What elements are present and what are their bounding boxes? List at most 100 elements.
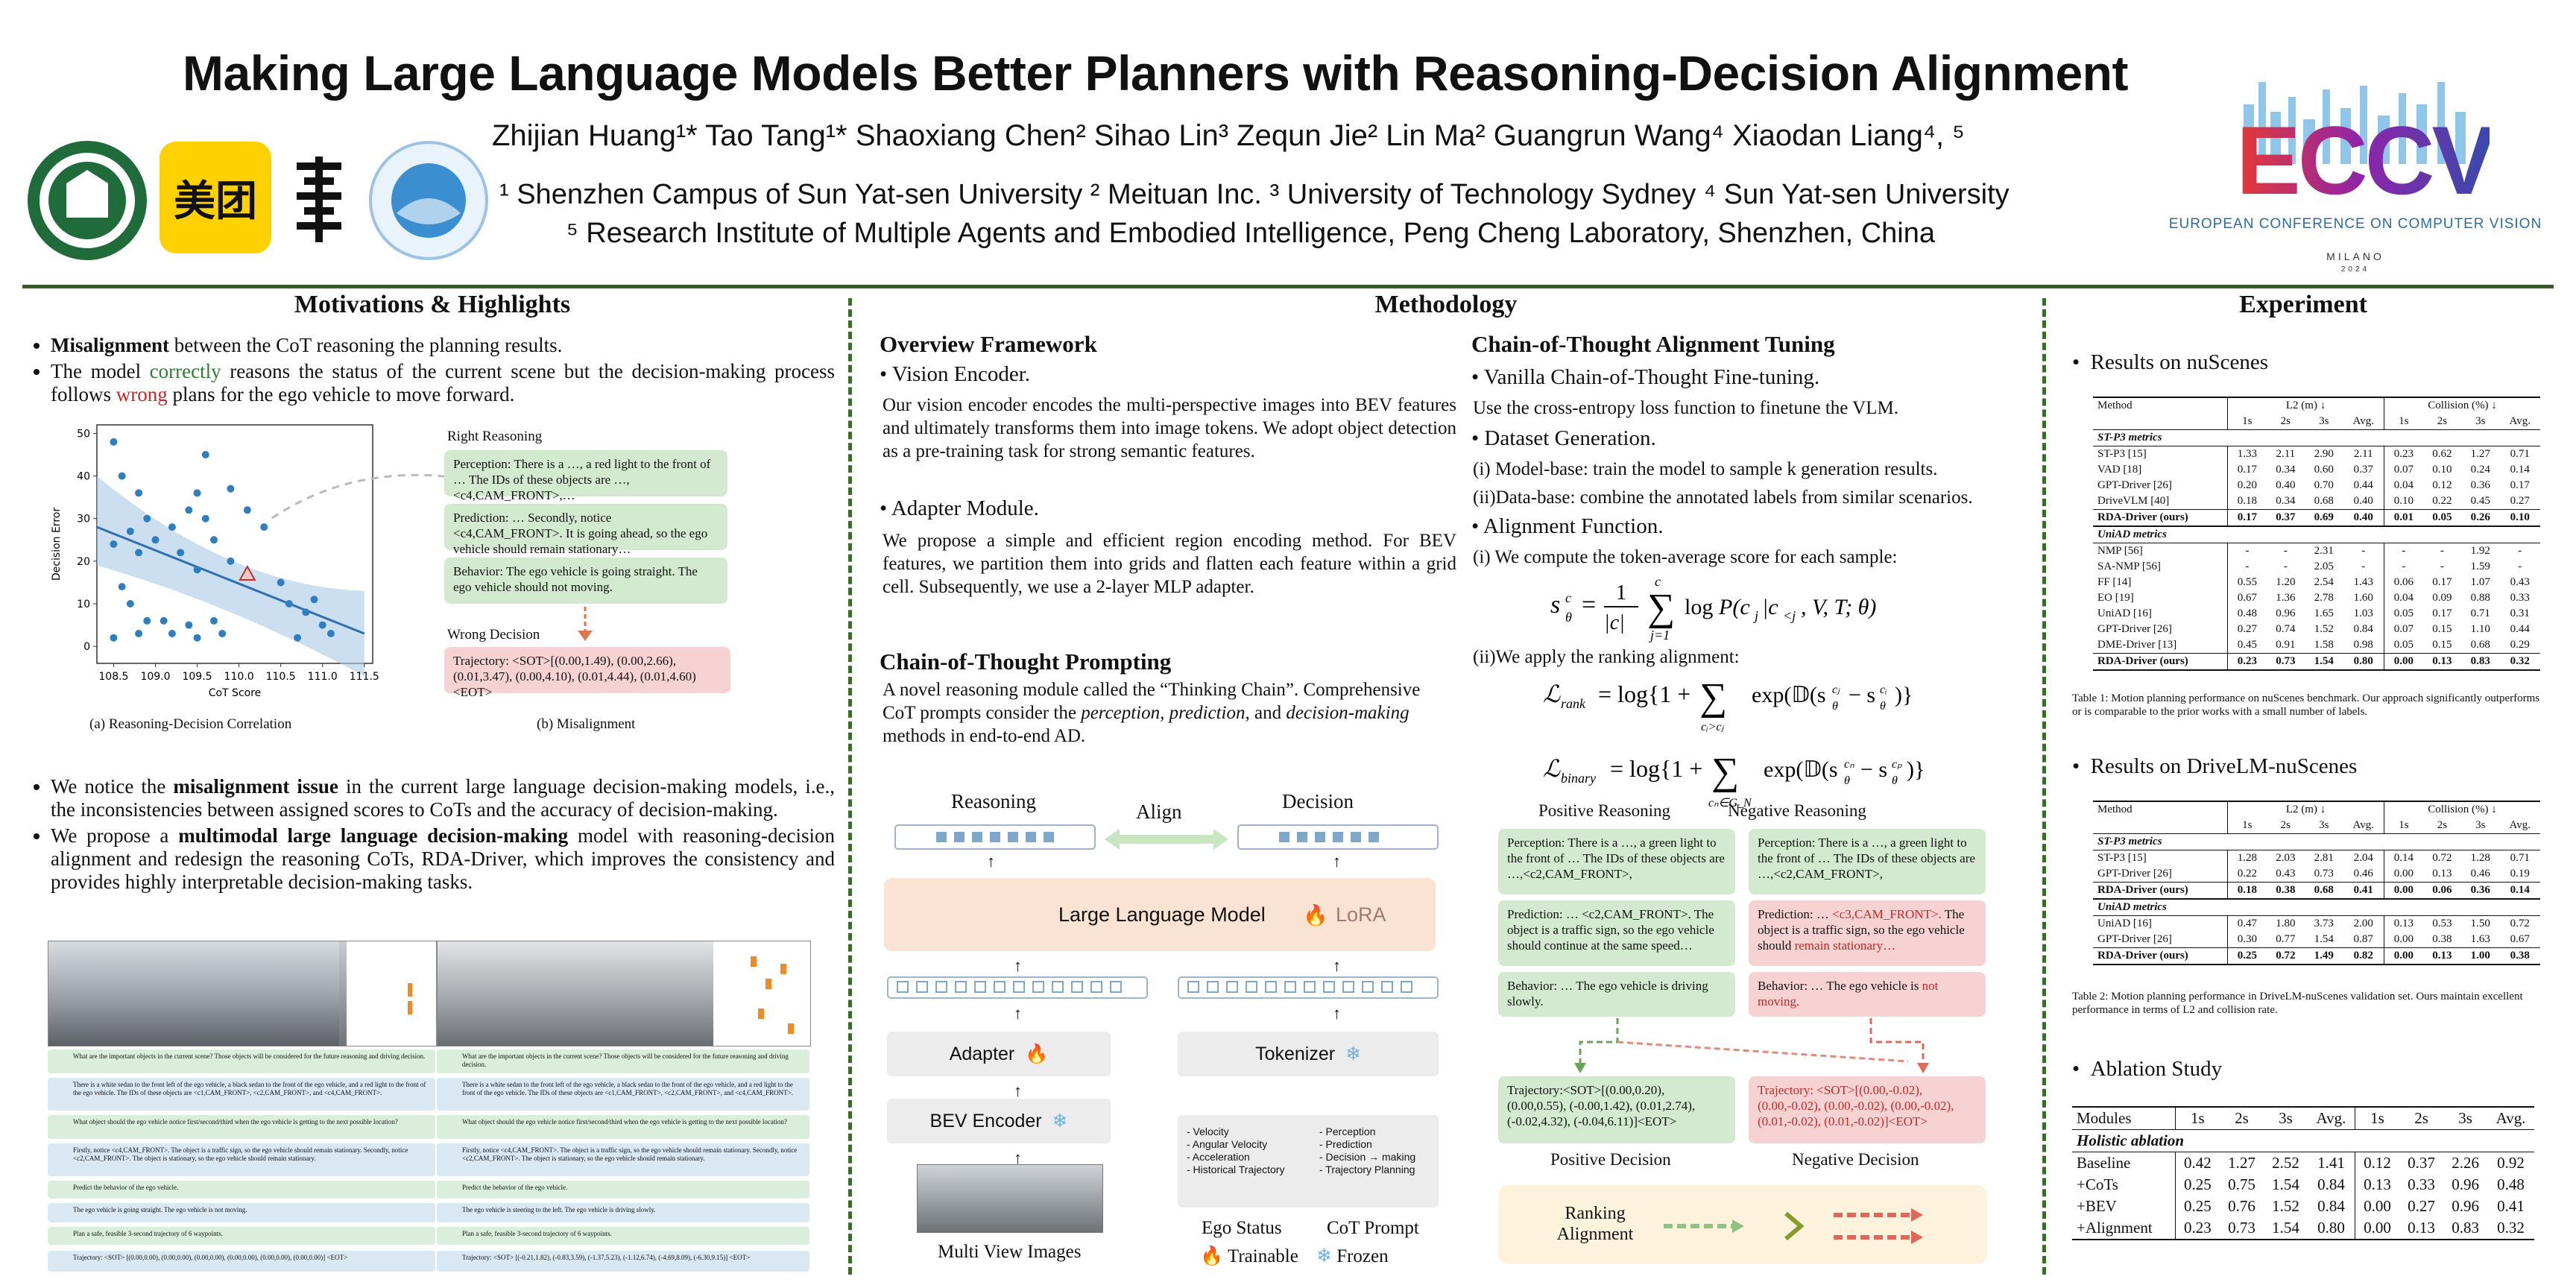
negative-trajectory-box: Trajectory: <SOT>[(0.00,-0.02), (0.00,-0… — [1749, 1076, 1986, 1143]
table-cell: 0.25 — [2227, 947, 2267, 965]
table-cell: ST-P3 metrics — [2093, 429, 2540, 446]
table-cell: 1.80 — [2276, 918, 2296, 929]
table-cell: +Alignment — [2072, 1217, 2176, 1240]
table-cell: 0.34 — [2266, 493, 2305, 510]
prediction-box: Prediction: … Secondly, notice <c4,CAM_F… — [444, 504, 727, 556]
table-cell: 0.46 — [2343, 866, 2384, 883]
table-cell: 0.06 — [2384, 575, 2423, 590]
svg-text:binary: binary — [1561, 771, 1596, 786]
table-cell: 0.10 — [2432, 464, 2452, 476]
header-divider — [22, 285, 2554, 288]
scatter-point — [118, 583, 126, 591]
table-cell: 0.68 — [2305, 493, 2343, 510]
svg-text:cₙ: cₙ — [1844, 758, 1854, 771]
table-1-caption: Table 1: Motion planning performance on … — [2072, 692, 2540, 718]
negative-reasoning-label: Negative Reasoning — [1728, 801, 1866, 820]
vanilla-cot-title: • Vanilla Chain-of-Thought Fine-tuning. — [1471, 365, 1820, 389]
scatter-point — [193, 489, 201, 497]
table-cell: UniAD metrics — [2093, 899, 2540, 916]
table-cell: 0.71 — [2510, 448, 2530, 460]
cot-prompt-item-3: - Trajectory Planning — [1319, 1164, 1415, 1175]
reasoning-token-row — [894, 824, 1096, 850]
table-cell: 0.00 — [2384, 947, 2423, 965]
table-cell: 0.36 — [2461, 882, 2500, 900]
table-cell: 0.46 — [2461, 866, 2500, 883]
table-cell: GPT-Driver [26] — [2097, 479, 2172, 491]
table-cell: 1.65 — [2314, 607, 2334, 619]
table-cell: 2.31 — [2314, 545, 2334, 557]
scatter-point — [126, 527, 134, 535]
chat-question-3: Predict the behavior of the ego vehicle. — [48, 1181, 435, 1199]
author-list: Zhijian Huang¹* Tao Tang¹* Shaoxiang Che… — [492, 119, 1965, 152]
frozen-legend: ❄ Frozen — [1316, 1246, 1389, 1266]
table-cell: GPT-Driver [26] — [2097, 623, 2172, 635]
table-cell: L2 (m) ↓ — [2227, 801, 2384, 818]
trend-line — [96, 525, 365, 635]
reasoning-label: Reasoning — [951, 790, 1036, 812]
table-group-row: ST-P3 metrics — [2093, 429, 2540, 446]
scatter-point — [135, 549, 143, 557]
chat-question-4: Plan a safe, feasible 3-second trajector… — [48, 1227, 435, 1245]
table-cell: 0.05 — [2384, 606, 2423, 622]
svg-text:P(c: P(c — [1718, 595, 1750, 619]
svg-text:<j: <j — [1783, 608, 1796, 623]
arrow-up-4: ↑ — [1333, 956, 1341, 975]
multi-view-image — [917, 1164, 1103, 1233]
svg-text:, V, T; θ): , V, T; θ) — [1801, 595, 1876, 619]
bullet-misalignment-issue: We notice the misalignment issue in the … — [51, 775, 835, 821]
table-cell: Method — [2093, 397, 2228, 414]
table-cell: 0.60 — [2314, 464, 2334, 476]
table-cell: 0.73 — [2266, 653, 2305, 671]
scatter-point — [310, 596, 318, 604]
snowflake-icon: ❄ — [1345, 1044, 1361, 1064]
table-cell: 0.13 — [2384, 915, 2423, 932]
arrow-up-8: ↑ — [1014, 1149, 1022, 1167]
scatter-point — [177, 549, 185, 557]
decision-token-row — [1237, 824, 1439, 850]
column-divider-2 — [2042, 298, 2046, 1275]
table-cell: 0.27 — [2408, 1197, 2435, 1215]
align-label: Align — [1136, 801, 1182, 823]
table-cell: 1.27 — [2228, 1154, 2255, 1172]
table-cell: 1.28 — [2227, 850, 2267, 866]
confidence-band — [97, 476, 364, 677]
scatter-point — [193, 634, 201, 642]
table-cell: 3s — [2305, 818, 2343, 834]
table-cell: 0.23 — [2227, 653, 2267, 671]
table-cell: 1s — [2384, 414, 2423, 430]
table-cell: 0.14 — [2499, 882, 2540, 900]
positive-reasoning-label: Positive Reasoning — [1538, 801, 1670, 820]
scatter-point — [209, 616, 218, 625]
table-cell: 2s — [2399, 1106, 2444, 1130]
table-cell: 0.14 — [2510, 464, 2530, 476]
trainable-legend: 🔥 Trainable — [1200, 1246, 1298, 1266]
y-tick-label: 50 — [77, 428, 90, 440]
bullet-misalignment: Misalignment between the CoT reasoning t… — [51, 334, 835, 357]
scatter-point — [209, 536, 218, 544]
ranking-arrows-icon — [1664, 1208, 1923, 1244]
table-group-row: Holistic ablation — [2072, 1129, 2534, 1152]
image-token-row — [887, 976, 1148, 999]
table-cell: 0.13 — [2354, 1174, 2400, 1196]
alignment-tuning-title: Chain-of-Thought Alignment Tuning — [1471, 331, 1835, 357]
table-cell: 0.32 — [2487, 1217, 2534, 1240]
pengcheng-lab-logo-icon — [369, 141, 488, 260]
table-cell: 0.75 — [2228, 1175, 2255, 1193]
eccv-full-name: EUROPEAN CONFERENCE ON COMPUTER VISION — [2168, 216, 2542, 232]
table-cell: - — [2384, 543, 2423, 559]
table-cell — [2093, 818, 2228, 834]
alignment-function-1: (i) We compute the token-average score f… — [1473, 547, 1898, 567]
table-cell: 0.27 — [2227, 622, 2267, 637]
decision-label: Decision — [1282, 790, 1354, 812]
x-tick-label: 111.5 — [350, 671, 379, 683]
table-cell: - — [2227, 543, 2267, 559]
table-cell: - — [2518, 561, 2522, 572]
table-cell: 0.84 — [2317, 1197, 2345, 1215]
llm-label: Large Language Model — [1058, 903, 1266, 926]
chat-answer-2-right: Firstly, notice <c4,CAM_FRONT>. The obje… — [437, 1143, 809, 1176]
table-cell: 0.38 — [2266, 882, 2305, 900]
